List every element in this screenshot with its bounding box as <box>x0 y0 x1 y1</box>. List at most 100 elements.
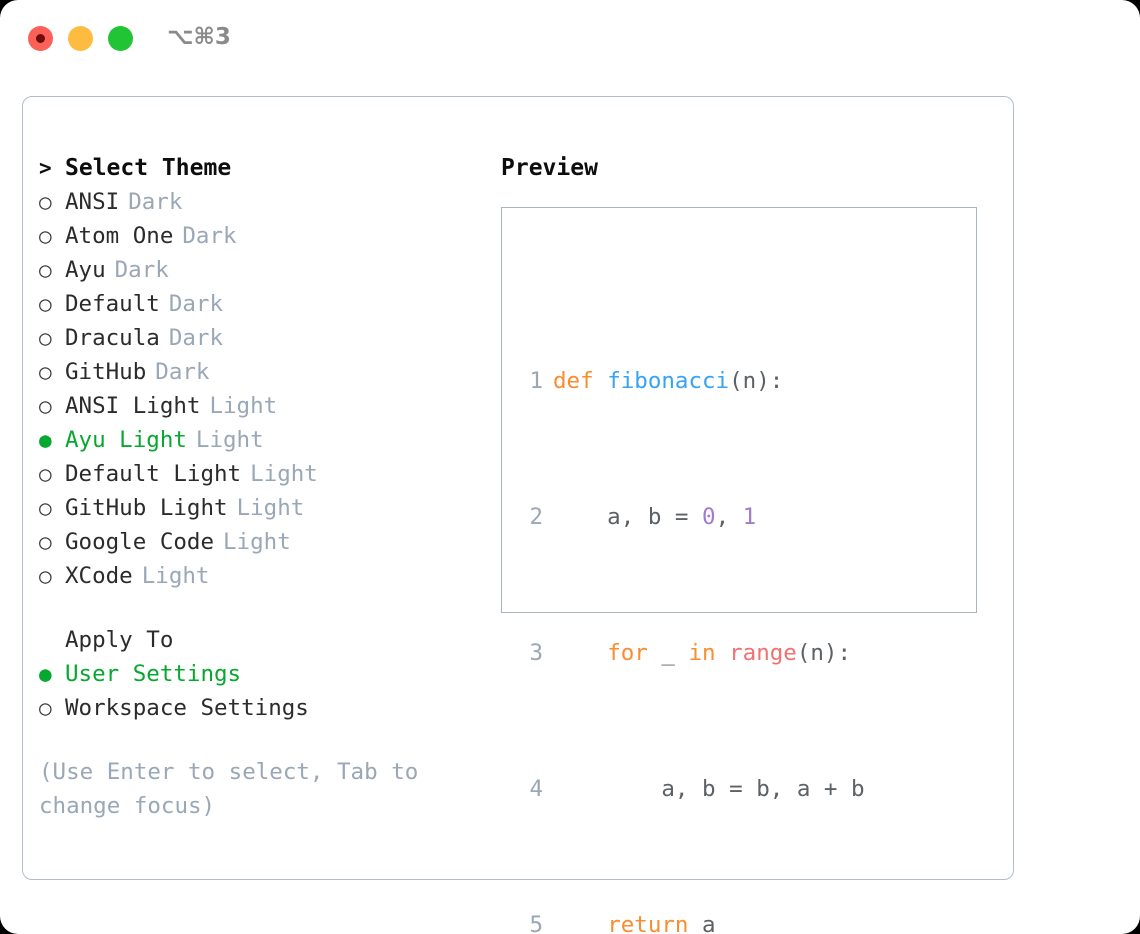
theme-list-item[interactable]: ○ Dracula Dark <box>39 321 469 355</box>
radio-unselected-icon: ○ <box>39 224 52 248</box>
code-token-plain: (n): <box>729 368 784 394</box>
theme-variant-badge: Dark <box>128 189 183 215</box>
code-token-plain: a, b = <box>553 504 703 530</box>
maximize-window-button[interactable] <box>108 26 133 51</box>
code-line: 1 def fibonacci(n): <box>521 364 905 398</box>
code-line: 4 a, b = b, a + b <box>521 772 905 806</box>
theme-item-label: Default <box>65 291 160 317</box>
radio-selected-icon: ● <box>39 662 52 686</box>
radio-unselected-icon: ○ <box>39 564 52 588</box>
line-number: 2 <box>529 504 543 530</box>
theme-list-item[interactable]: ○ Google Code Light <box>39 525 469 559</box>
apply-to-header: Apply To <box>39 623 469 657</box>
theme-item-label: Ayu <box>65 257 106 283</box>
theme-variant-badge: Light <box>250 461 318 487</box>
apply-to-item[interactable]: ○ Workspace Settings <box>39 691 469 725</box>
radio-unselected-icon: ○ <box>39 394 52 418</box>
theme-item-label: Google Code <box>65 529 215 555</box>
theme-item-label: Atom One <box>65 223 174 249</box>
apply-to-header-spacer-icon <box>39 623 65 657</box>
apply-to-item-label: Workspace Settings <box>65 695 309 721</box>
theme-list-item[interactable]: ○ XCode Light <box>39 559 469 593</box>
radio-unselected-icon: ○ <box>39 326 52 350</box>
keyboard-hint-text: (Use Enter to select, Tab to change focu… <box>39 759 419 819</box>
code-token-number: 1 <box>742 504 757 530</box>
radio-unselected-icon: ○ <box>39 696 52 720</box>
theme-item-label: ANSI Light <box>65 393 201 419</box>
radio-unselected-icon: ○ <box>39 530 52 554</box>
code-token-plain: _ <box>647 640 689 666</box>
theme-item-label: XCode <box>65 563 133 589</box>
line-number: 5 <box>529 912 543 934</box>
code-token-keyword: def <box>553 368 594 394</box>
code-token-plain <box>553 912 607 934</box>
code-line: 2 a, b = 0, 1 <box>521 500 905 534</box>
theme-list-item[interactable]: ○ Atom One Dark <box>39 219 469 253</box>
theme-item-label: GitHub Light <box>65 495 228 521</box>
code-token-plain: , <box>715 504 743 530</box>
theme-variant-badge: Light <box>236 495 305 521</box>
theme-variant-badge: Dark <box>182 223 237 249</box>
code-token-keyword: return <box>607 912 689 934</box>
theme-variant-badge: Light <box>141 563 210 589</box>
theme-item-label: ANSI <box>65 189 120 215</box>
theme-list-item[interactable]: ○ Default Light Light <box>39 457 469 491</box>
select-theme-header: >Select Theme <box>39 151 469 185</box>
theme-list-item[interactable]: ○ Ayu Dark <box>39 253 469 287</box>
line-number: 1 <box>529 368 543 394</box>
section-spacer <box>39 593 469 623</box>
code-token-function: fibonacci <box>607 368 730 394</box>
theme-variant-badge: Light <box>195 427 264 453</box>
theme-variant-badge: Light <box>223 529 291 555</box>
theme-variant-badge: Dark <box>168 291 224 317</box>
title-bar: ⌥⌘3 <box>0 0 1140 78</box>
keyboard-shortcut-label: ⌥⌘3 <box>167 24 231 50</box>
radio-unselected-icon: ○ <box>39 292 52 316</box>
minimize-window-button[interactable] <box>68 26 93 51</box>
code-token-builtin: range <box>729 640 797 666</box>
code-token-keyword: for <box>607 640 648 666</box>
code-line: 3 for _ in range(n): <box>521 636 905 670</box>
theme-list-item[interactable]: ○ GitHub Light Light <box>39 491 469 525</box>
theme-variant-badge: Light <box>209 393 278 419</box>
theme-list-item[interactable]: ○ ANSI Light Light <box>39 389 469 423</box>
theme-variant-badge: Dark <box>168 325 224 351</box>
radio-selected-icon: ● <box>39 428 52 452</box>
apply-to-item-selected[interactable]: ● User Settings <box>39 657 469 691</box>
code-line: 5 return a <box>521 908 905 934</box>
theme-list-item[interactable]: ○ ANSI Dark <box>39 185 469 219</box>
theme-item-label: Default Light <box>65 461 242 487</box>
radio-unselected-icon: ○ <box>39 258 52 282</box>
theme-list-item-selected[interactable]: ● Ayu Light Light <box>39 423 469 457</box>
apply-to-item-label: User Settings <box>65 661 242 687</box>
code-token-keyword: in <box>688 640 716 666</box>
preview-title: Preview <box>501 155 598 181</box>
prompt-caret-icon: > <box>39 156 52 180</box>
code-token-plain <box>716 640 730 666</box>
radio-unselected-icon: ○ <box>39 462 52 486</box>
line-number: 4 <box>529 776 543 802</box>
code-token-number: 0 <box>702 504 716 530</box>
radio-unselected-icon: ○ <box>39 496 52 520</box>
radio-unselected-icon: ○ <box>39 190 52 214</box>
apply-to-title: Apply To <box>65 627 174 653</box>
code-token-plain: a, b = b, a + b <box>553 776 865 802</box>
theme-variant-badge: Dark <box>114 257 169 283</box>
code-token-plain <box>553 640 607 666</box>
theme-item-label: Dracula <box>65 325 160 351</box>
code-token-plain: (n): <box>796 640 852 666</box>
theme-variant-badge: Dark <box>155 359 210 385</box>
theme-list-item[interactable]: ○ Default Dark <box>39 287 469 321</box>
theme-item-label: Ayu Light <box>65 427 187 453</box>
theme-item-label: GitHub <box>65 359 147 385</box>
code-token-plain: a <box>688 912 716 934</box>
close-window-button[interactable] <box>28 26 53 51</box>
code-token-plain <box>594 368 608 394</box>
